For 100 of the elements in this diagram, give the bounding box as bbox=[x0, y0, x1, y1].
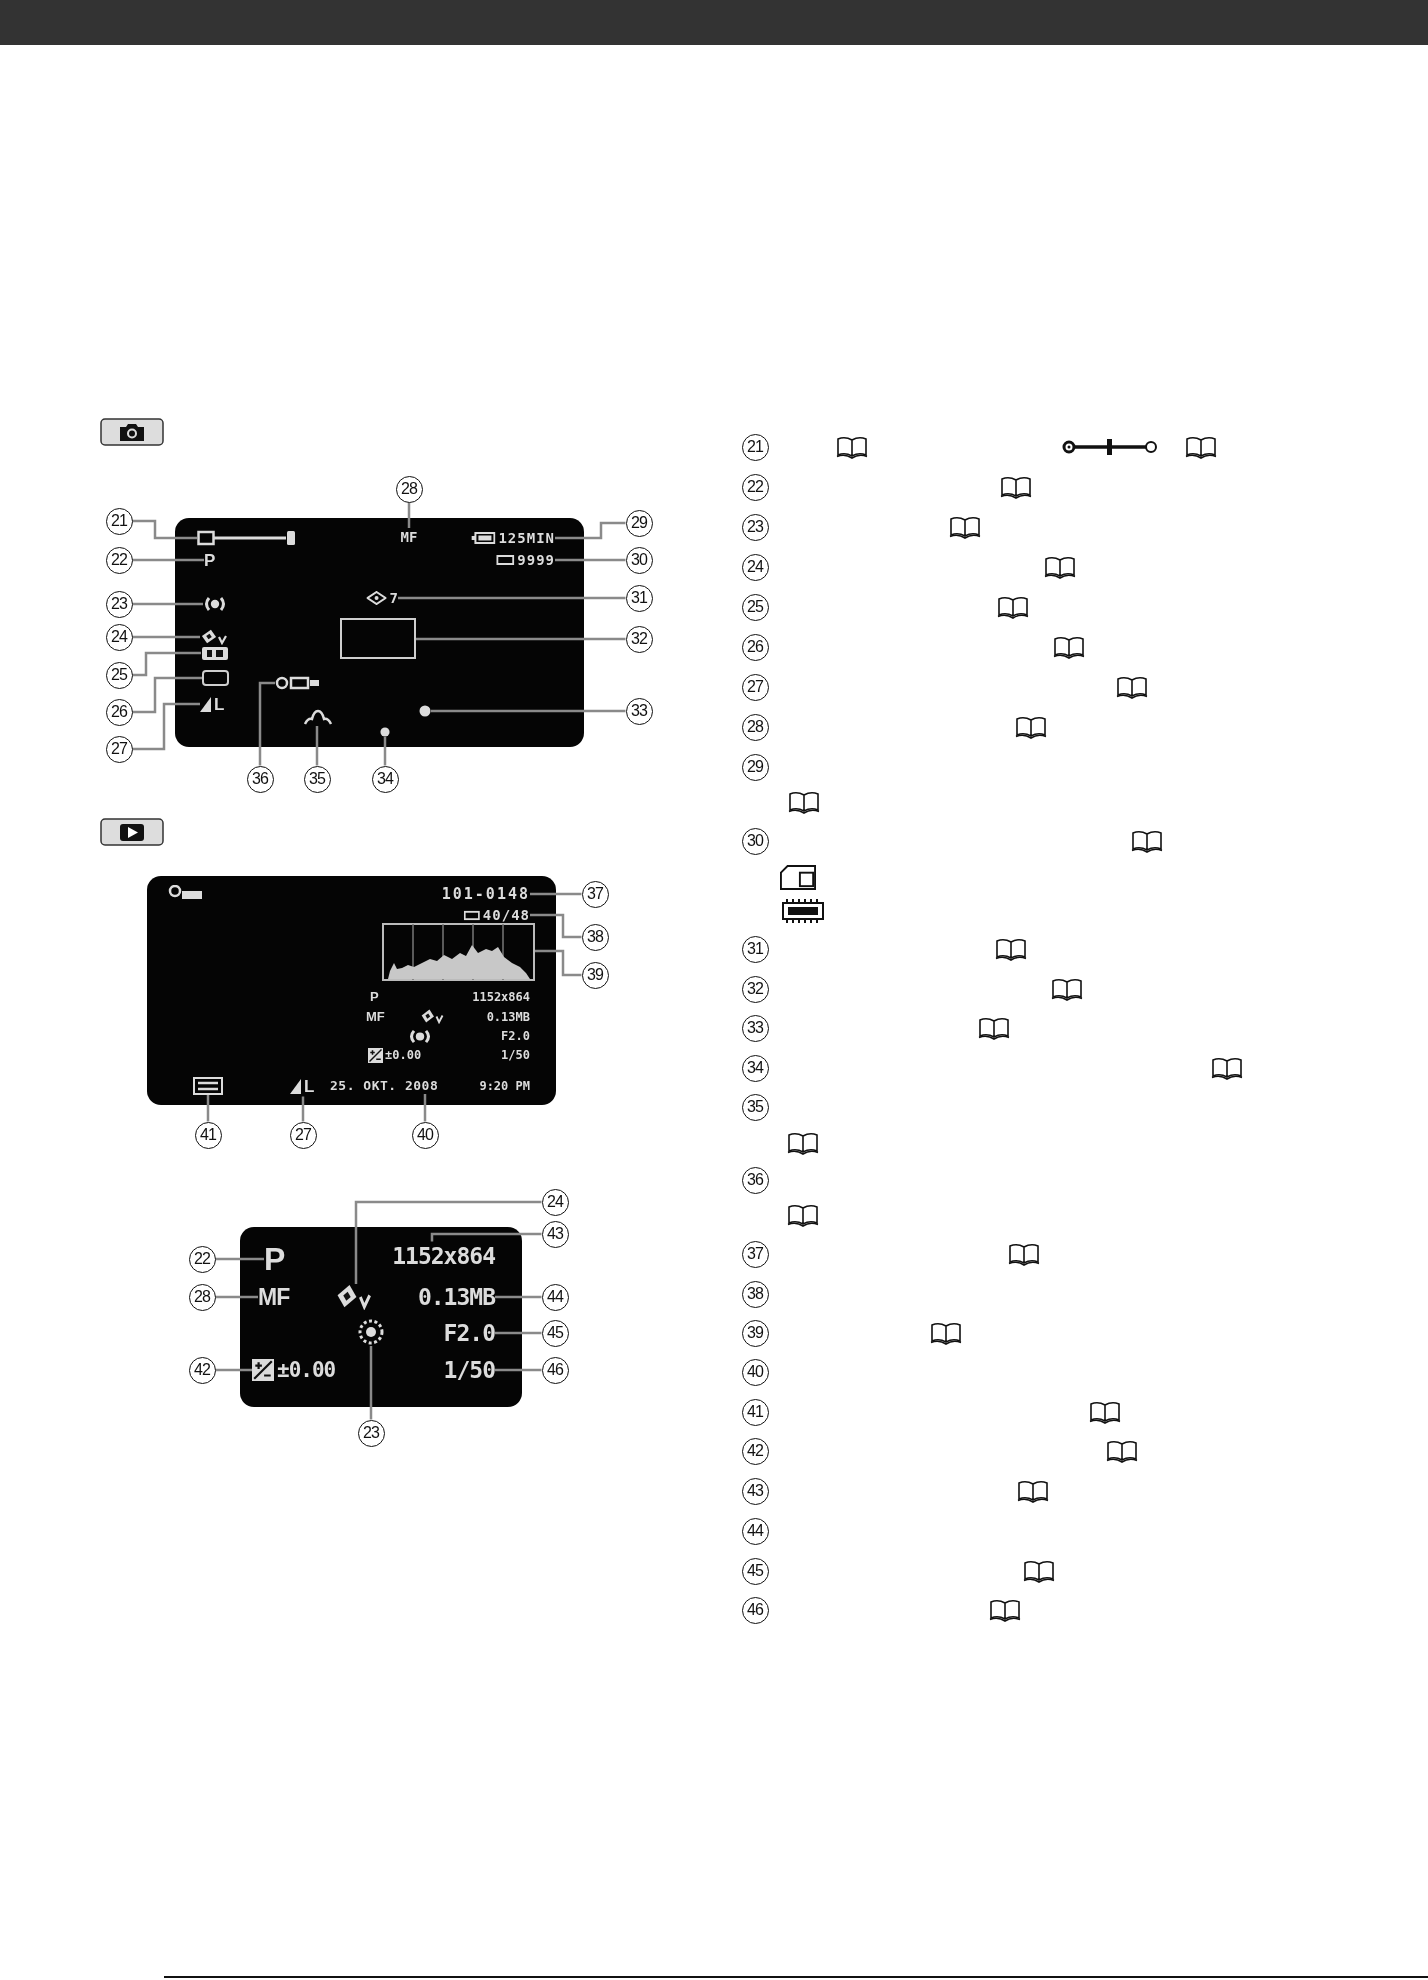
leader-line bbox=[530, 892, 582, 896]
callout-number: 40 bbox=[411, 1121, 439, 1149]
dot-icon bbox=[419, 705, 431, 717]
callout-number: 46 bbox=[741, 1596, 769, 1624]
focus-frame bbox=[340, 618, 416, 659]
callout-number: 29 bbox=[625, 509, 653, 537]
callout-number: 21 bbox=[741, 433, 769, 461]
histogram-drawing bbox=[382, 923, 535, 981]
callout-number: 24 bbox=[105, 623, 133, 651]
readout-text: P bbox=[204, 549, 216, 571]
display-screen bbox=[175, 518, 584, 747]
readout-text: L bbox=[304, 1075, 315, 1097]
readout-text: P bbox=[264, 1239, 286, 1279]
callout-number: 31 bbox=[741, 935, 769, 963]
leader-line bbox=[132, 602, 203, 606]
callout-number: 28 bbox=[188, 1283, 216, 1311]
readout-text: ±0.00 bbox=[385, 1047, 422, 1063]
leader-line bbox=[132, 635, 200, 639]
leader-line bbox=[495, 1331, 542, 1335]
callout-number: 33 bbox=[741, 1014, 769, 1042]
callout-number: 27 bbox=[105, 735, 133, 763]
callout-number: 39 bbox=[581, 961, 609, 989]
callout-number: 26 bbox=[741, 633, 769, 661]
callout-number: 35 bbox=[303, 765, 331, 793]
leader-line bbox=[369, 1346, 373, 1420]
callout-number: 36 bbox=[741, 1166, 769, 1194]
callout-number: 32 bbox=[741, 975, 769, 1003]
readout-text: 40/48 bbox=[482, 906, 530, 924]
readout-text: 101-0148 bbox=[441, 884, 530, 904]
callout-number: 25 bbox=[741, 593, 769, 621]
leader-line bbox=[555, 558, 626, 562]
leader-line bbox=[555, 521, 626, 540]
display-screen bbox=[147, 876, 556, 1105]
leader-line bbox=[315, 726, 319, 766]
callout-number: 22 bbox=[741, 473, 769, 501]
rounded-rectangle-icon bbox=[202, 670, 229, 686]
readout-text: 1/50 bbox=[443, 1355, 495, 1385]
callout-number: 34 bbox=[741, 1054, 769, 1082]
leader-line bbox=[132, 519, 197, 540]
leader-line bbox=[206, 1095, 210, 1122]
callout-number: 23 bbox=[741, 513, 769, 541]
readout-text: 1/50 bbox=[501, 1047, 530, 1063]
leader-line bbox=[431, 709, 626, 713]
callout-number: 23 bbox=[357, 1419, 385, 1447]
leader-line bbox=[407, 502, 411, 528]
callout-number: 27 bbox=[289, 1121, 317, 1149]
hump-icon bbox=[302, 709, 334, 726]
callout-number: 38 bbox=[581, 923, 609, 951]
leader-line bbox=[383, 737, 387, 766]
callout-number: 40 bbox=[741, 1358, 769, 1386]
callout-number: 37 bbox=[741, 1240, 769, 1268]
callout-number: 21 bbox=[105, 507, 133, 535]
readout-text: 7 bbox=[389, 589, 398, 607]
callout-number: 43 bbox=[541, 1220, 569, 1248]
callout-number: 28 bbox=[395, 475, 423, 503]
callout-number: 24 bbox=[541, 1188, 569, 1216]
readout-text: F2.0 bbox=[443, 1318, 495, 1348]
readout-text: ±0.00 bbox=[277, 1357, 336, 1383]
readout-text: F2.0 bbox=[501, 1028, 530, 1044]
callout-number: 29 bbox=[741, 753, 769, 781]
callout-number: 30 bbox=[741, 827, 769, 855]
readout-text: P bbox=[370, 989, 379, 1005]
callout-number: 38 bbox=[741, 1280, 769, 1308]
leader-line bbox=[430, 1232, 542, 1242]
leader-line bbox=[132, 702, 200, 751]
readout-text: 125MIN bbox=[498, 529, 555, 547]
callout-number: 36 bbox=[246, 765, 274, 793]
callout-number: 34 bbox=[371, 765, 399, 793]
leader-line bbox=[495, 1295, 542, 1299]
callout-number: 30 bbox=[625, 546, 653, 574]
readout-text: 25. OKT. 2008 bbox=[330, 1078, 439, 1094]
callout-number: 35 bbox=[741, 1093, 769, 1121]
callout-number: 41 bbox=[194, 1121, 222, 1149]
leader-line bbox=[132, 651, 201, 677]
callout-number: 42 bbox=[741, 1437, 769, 1465]
dotted-ring-icon bbox=[356, 1318, 386, 1346]
callout-number: 28 bbox=[741, 713, 769, 741]
leader-line bbox=[354, 1200, 542, 1284]
readout-text: MF bbox=[258, 1282, 290, 1312]
readout-text: 1152x864 bbox=[392, 1241, 495, 1271]
callout-number: 46 bbox=[541, 1356, 569, 1384]
leader-line bbox=[132, 558, 204, 562]
leader-line bbox=[215, 1368, 252, 1372]
leader-line bbox=[301, 1096, 305, 1122]
leader-line bbox=[495, 1368, 542, 1372]
callout-number: 27 bbox=[741, 673, 769, 701]
leader-line bbox=[398, 596, 626, 600]
leader-line bbox=[132, 676, 202, 714]
display-screen bbox=[240, 1227, 522, 1407]
circle-box-icon bbox=[275, 675, 321, 691]
callout-number: 44 bbox=[741, 1517, 769, 1545]
dot-icon bbox=[380, 727, 390, 737]
leader-line bbox=[215, 1295, 258, 1299]
readout-text: 9999 bbox=[517, 551, 555, 569]
callout-number: 43 bbox=[741, 1477, 769, 1505]
readout-text: 1152x864 bbox=[472, 989, 530, 1005]
leader-line bbox=[423, 1094, 427, 1122]
readout-text: L bbox=[214, 693, 225, 715]
leader-line bbox=[258, 681, 275, 766]
callout-number: 22 bbox=[188, 1245, 216, 1273]
